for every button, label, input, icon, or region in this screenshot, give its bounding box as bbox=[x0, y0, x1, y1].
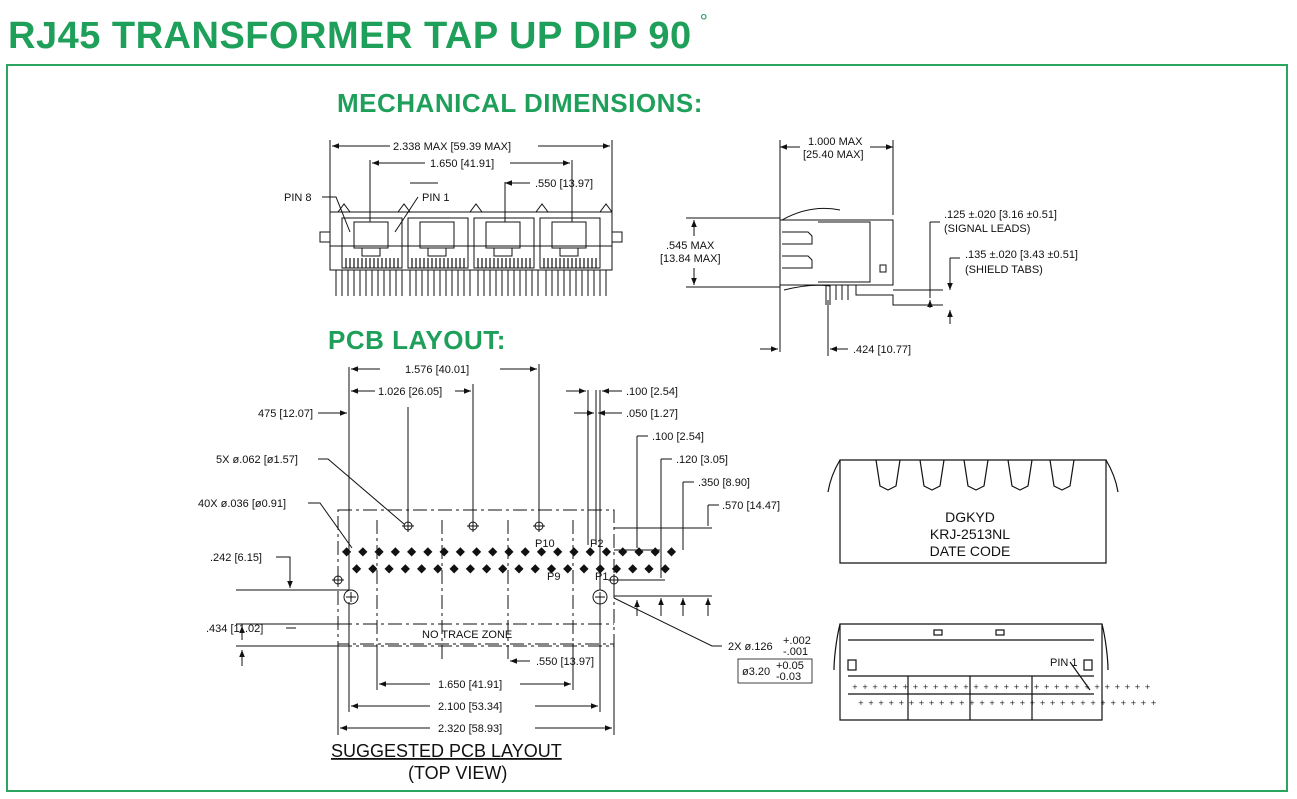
dim-2320: 2.320 [58.93] bbox=[438, 723, 502, 735]
side-depth-line1: 1.000 MAX bbox=[808, 136, 863, 148]
mechanical-dimensions-heading: MECHANICAL DIMENSIONS: bbox=[337, 88, 703, 118]
rj45-port-4 bbox=[539, 217, 601, 269]
pin-p9-label: P9 bbox=[547, 571, 560, 583]
dim-1650: 1.650 [41.91] bbox=[438, 679, 502, 691]
svg-text:◆ ◆ ◆ ◆ ◆ ◆ ◆ ◆ ◆ ◆ ◆ ◆ ◆ ◆ ◆: ◆ ◆ ◆ ◆ ◆ ◆ ◆ ◆ ◆ ◆ ◆ ◆ ◆ ◆ ◆ ◆ ◆ ◆ ◆ ◆ bbox=[352, 561, 671, 575]
mount-tol-plus: +.002 bbox=[783, 635, 811, 647]
dim-570: .570 [14.47] bbox=[722, 500, 780, 512]
pcb-caption: SUGGESTED PCB LAYOUT bbox=[331, 741, 562, 761]
front-pin-span: 1.650 [41.91] bbox=[430, 158, 494, 170]
side-view bbox=[686, 140, 960, 356]
bottom-pin-grid: + + + + + + + + + + + + + + + + + + + + … bbox=[852, 683, 1158, 707]
hole-40x-callout: 40X ø.036 [ø0.91] bbox=[198, 498, 286, 510]
svg-text:◆ ◆ ◆ ◆ ◆ ◆ ◆ ◆ ◆ ◆ ◆ ◆ ◆ ◆ ◆: ◆ ◆ ◆ ◆ ◆ ◆ ◆ ◆ ◆ ◆ ◆ ◆ ◆ ◆ ◆ ◆ ◆ ◆ ◆ ◆ … bbox=[342, 544, 678, 558]
pin8-label: PIN 8 bbox=[284, 192, 312, 204]
dim-2100: 2.100 [53.34] bbox=[438, 701, 502, 713]
mount-tol-minus: -.001 bbox=[783, 646, 808, 658]
mount-mm-callout: ø3.20 bbox=[742, 666, 770, 678]
hole-5x-callout: 5X ø.062 [ø1.57] bbox=[216, 454, 298, 466]
degree-symbol: ° bbox=[699, 11, 709, 33]
dim-350: .350 [8.90] bbox=[698, 477, 750, 489]
signal-leads-dim: .125 ±.020 [3.16 ±0.51] bbox=[944, 209, 1057, 221]
svg-text:+ + + + + + + + + + + + + + +: + + + + + + + + + + + + + + + + + + + + … bbox=[858, 699, 1158, 707]
front-view bbox=[319, 140, 623, 296]
side-height-line1: .545 MAX bbox=[666, 240, 715, 252]
pin-p1-label: P1 bbox=[595, 571, 608, 583]
dim-1576: 1.576 [40.01] bbox=[405, 364, 469, 376]
dim-100b: .100 [2.54] bbox=[652, 431, 704, 443]
mount-mm-box bbox=[737, 658, 813, 684]
marking-line2: KRJ-2513NL bbox=[930, 526, 1010, 542]
no-trace-zone-label: NO TRACE ZONE bbox=[422, 629, 512, 641]
dim-434: .434 [11.02] bbox=[206, 623, 263, 635]
marking-line1: DGKYD bbox=[945, 509, 995, 525]
pin1-label: PIN 1 bbox=[422, 192, 450, 204]
mount-hole-left bbox=[343, 589, 359, 605]
dim-550: .550 [13.97] bbox=[536, 656, 594, 668]
drawing-frame bbox=[6, 64, 1288, 792]
dim-475: 475 [12.07] bbox=[258, 408, 313, 420]
front-overall-width: 2.338 MAX [59.39 MAX] bbox=[393, 141, 511, 153]
dim-242: .242 [6.15] bbox=[210, 552, 262, 564]
side-height-line2: [13.84 MAX] bbox=[660, 253, 721, 265]
title-text: RJ45 TRANSFORMER TAP UP DIP 90 bbox=[8, 15, 692, 57]
pcb-layout-view bbox=[236, 364, 722, 735]
rj45-port-3 bbox=[473, 217, 535, 269]
pin-grid: ◆ ◆ ◆ ◆ ◆ ◆ ◆ ◆ ◆ ◆ ◆ ◆ ◆ ◆ ◆ ◆ ◆ ◆ ◆ ◆ … bbox=[342, 544, 678, 575]
pin-p2-label: P2 bbox=[590, 538, 603, 550]
signal-leads-caption: (SIGNAL LEADS) bbox=[944, 223, 1030, 235]
dim-1026: 1.026 [26.05] bbox=[378, 386, 442, 398]
rj45-port-2 bbox=[407, 217, 469, 269]
large-holes-row bbox=[332, 520, 620, 586]
dim-050: .050 [1.27] bbox=[626, 408, 678, 420]
side-depth-line2: [25.40 MAX] bbox=[803, 149, 864, 161]
pin-p10-label: P10 bbox=[535, 538, 555, 550]
shield-tabs-caption: (SHIELD TABS) bbox=[965, 264, 1043, 276]
rj45-port-1 bbox=[341, 217, 403, 269]
top-view bbox=[827, 459, 1119, 564]
dim-120: .120 [3.05] bbox=[676, 454, 728, 466]
shield-tabs-dim: .135 ±.020 [3.43 ±0.51] bbox=[965, 249, 1078, 261]
side-offset-dim: .424 [10.77] bbox=[853, 344, 911, 356]
mount-mm-plus: +0.05 bbox=[776, 660, 804, 672]
mount-hole-callout: 2X ø.126 bbox=[728, 641, 773, 653]
pcb-layout-heading: PCB LAYOUT: bbox=[328, 325, 506, 355]
bottom-pin1-label: PIN 1 bbox=[1050, 657, 1078, 669]
mount-mm-minus: -0.03 bbox=[776, 671, 801, 683]
mount-hole-right bbox=[592, 589, 608, 605]
front-port-pitch: .550 [13.97] bbox=[535, 178, 593, 190]
marking-line3: DATE CODE bbox=[930, 543, 1011, 559]
page-title: RJ45 TRANSFORMER TAP UP DIP 90 ° bbox=[8, 0, 708, 58]
pcb-caption-sub: (TOP VIEW) bbox=[408, 763, 507, 783]
dim-100a: .100 [2.54] bbox=[626, 386, 678, 398]
svg-text:+ + + + + + + + + + + + + + +: + + + + + + + + + + + + + + + + + + + + … bbox=[852, 683, 1152, 691]
bottom-view bbox=[833, 623, 1109, 721]
